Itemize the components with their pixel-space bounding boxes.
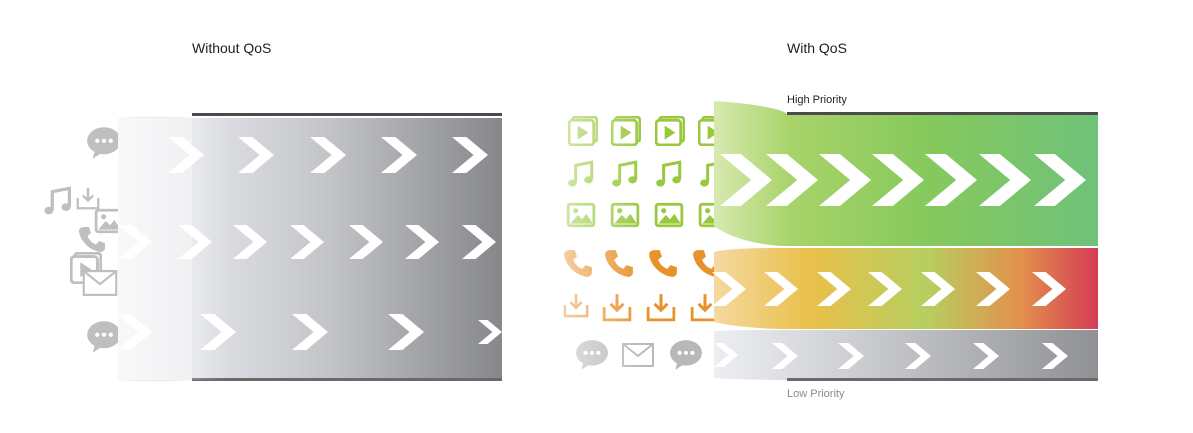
chat-icon xyxy=(670,340,702,370)
high-priority-label: High Priority xyxy=(787,94,847,106)
mail-icon xyxy=(82,270,118,296)
chat-icon xyxy=(87,321,121,353)
chat-icon xyxy=(87,127,121,159)
image-icon xyxy=(654,202,684,228)
low-priority-label: Low Priority xyxy=(787,388,845,400)
left-congested-pipe xyxy=(118,113,502,382)
download-icon xyxy=(646,292,676,322)
left-incoming-icons xyxy=(42,127,124,353)
low-priority-lane xyxy=(714,330,1098,381)
phone-icon xyxy=(649,250,677,277)
pipe-top-edge xyxy=(192,113,502,116)
video-icon xyxy=(655,116,685,146)
high-priority-lane xyxy=(714,101,1098,246)
mid-priority-lane xyxy=(712,248,1098,329)
pipe-bottom-edge xyxy=(192,378,502,381)
music-icon xyxy=(42,186,73,216)
title-without-qos: Without QoS xyxy=(192,40,272,56)
download-icon xyxy=(76,186,100,210)
right-incoming-icons xyxy=(556,112,728,380)
music-icon xyxy=(654,160,683,189)
title-with-qos: With QoS xyxy=(787,40,847,56)
